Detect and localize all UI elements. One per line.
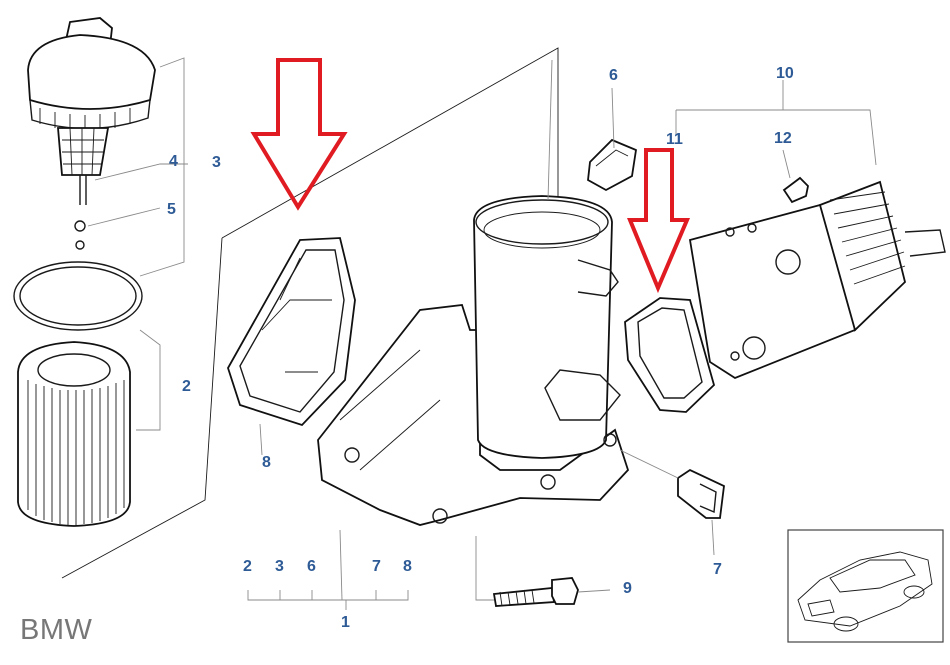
housing-bolt xyxy=(492,577,579,607)
callout-6: 6 xyxy=(307,558,316,575)
callout-3: 3 xyxy=(212,154,221,171)
callout-9: 9 xyxy=(623,580,632,597)
leader-lines xyxy=(87,57,877,610)
callout-11: 11 xyxy=(666,131,683,148)
oil-pressure-switch xyxy=(677,468,725,519)
callout-5: 5 xyxy=(167,201,176,218)
filter-cap xyxy=(27,17,156,250)
filter-housing xyxy=(317,195,630,526)
callout-2: 2 xyxy=(182,378,191,395)
callout-2: 2 xyxy=(243,558,252,575)
callout-1: 1 xyxy=(341,614,350,631)
cooler-gasket xyxy=(624,297,716,413)
brand-label: BMW xyxy=(20,614,93,646)
oil-cooler xyxy=(688,180,946,380)
callout-6: 6 xyxy=(609,67,618,84)
callout-3: 3 xyxy=(275,558,284,575)
housing-outline-frame xyxy=(61,47,559,579)
retaining-clip xyxy=(587,138,637,192)
callout-7: 7 xyxy=(372,558,381,575)
highlight-arrow-right xyxy=(627,148,691,294)
oil-filter-element xyxy=(17,341,131,527)
callout-8: 8 xyxy=(262,454,271,471)
highlight-arrow-left xyxy=(250,58,348,211)
callout-12: 12 xyxy=(774,130,792,147)
callout-8: 8 xyxy=(403,558,412,575)
housing-gasket xyxy=(227,237,356,427)
callout-7: 7 xyxy=(713,561,722,578)
callout-4: 4 xyxy=(169,153,178,170)
filter-o-ring xyxy=(13,261,143,331)
cooler-bolt xyxy=(782,176,809,204)
car-thumbnail xyxy=(787,529,944,643)
callout-10: 10 xyxy=(776,65,794,82)
